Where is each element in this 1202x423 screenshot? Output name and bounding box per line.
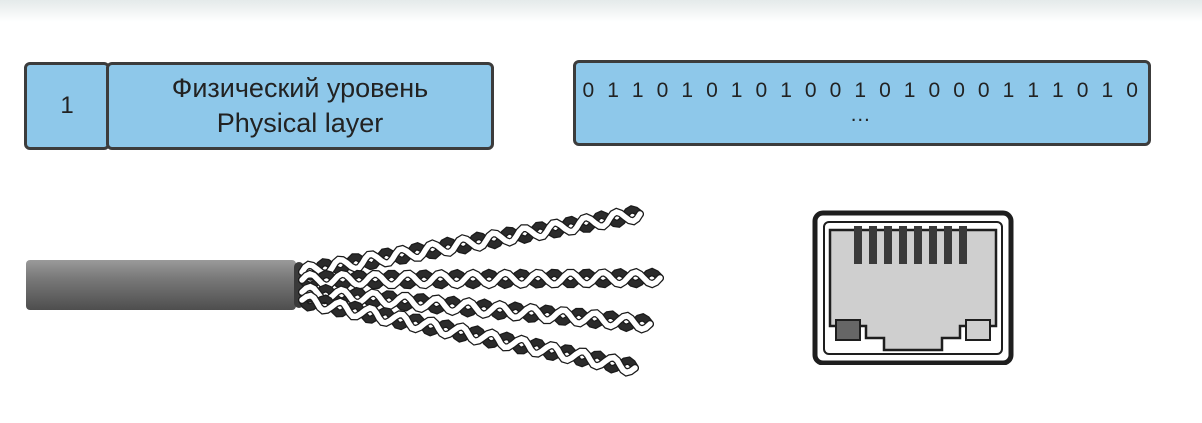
- layer-name-en: Physical layer: [216, 108, 384, 138]
- layer-name-ru: Физический уровень: [171, 73, 429, 103]
- wire-light: [299, 209, 643, 277]
- port-led-right: [965, 319, 991, 341]
- top-gradient-bar: [0, 0, 1202, 22]
- cable-jacket: [26, 260, 296, 310]
- layer-name-box: Физический уровень Physical layer: [106, 62, 494, 150]
- wire-light: [299, 269, 663, 289]
- twisted-pair-cable-icon: [26, 205, 664, 377]
- port-pins: [854, 226, 967, 264]
- layer-number: 1: [60, 92, 74, 119]
- rj45-port-icon: [812, 210, 1014, 365]
- wire-pairs: [298, 205, 664, 377]
- port-led-left: [835, 319, 861, 341]
- layer-number-box: 1: [24, 62, 110, 150]
- bitstream-text: 0 1 1 0 1 0 1 0 1 0 0 1 0 1 0 0 0 1 1 1 …: [582, 79, 1142, 126]
- bitstream-box: 0 1 1 0 1 0 1 0 1 0 0 1 0 1 0 0 0 1 1 1 …: [573, 60, 1151, 146]
- wire-light: [299, 292, 638, 376]
